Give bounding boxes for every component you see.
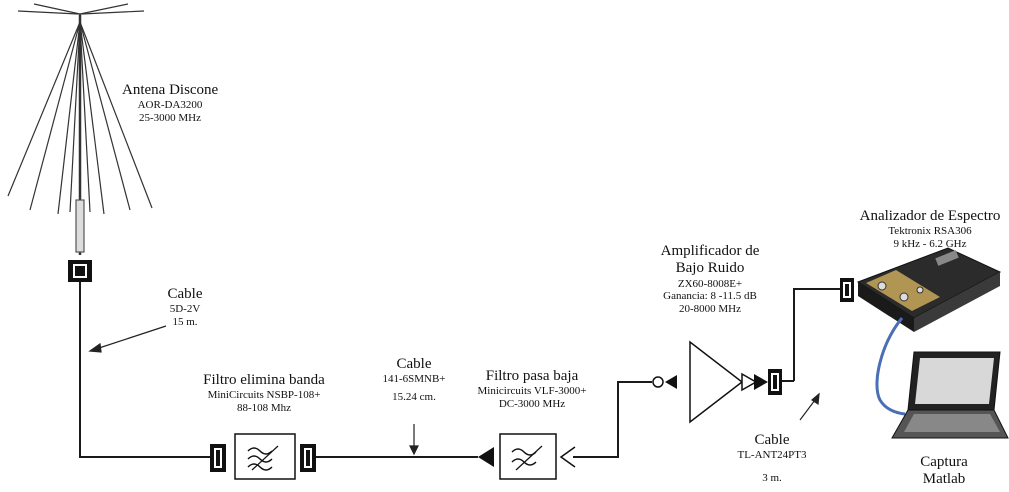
band-stop-filter-range: 88-108 Mhz xyxy=(236,401,292,414)
antenna-model: AOR-DA3200 xyxy=(137,99,203,112)
cable-1-title: Cable xyxy=(167,286,203,302)
lna-label: Amplificador de Bajo Ruido ZX60-8008E+ G… xyxy=(642,243,778,315)
spectrum-analyzer-label: Analizador de Espectro Tektronix RSA306 … xyxy=(852,208,1008,251)
antenna-label: Antena Discone AOR-DA3200 25-3000 MHz xyxy=(122,82,218,125)
antenna-title: Antena Discone xyxy=(122,82,219,98)
low-pass-filter-title: Filtro pasa baja xyxy=(485,368,579,384)
laptop-label: Captura Matlab xyxy=(904,454,984,489)
antenna-range: 25-3000 MHz xyxy=(138,111,202,124)
lna-model: ZX60-8008E+ xyxy=(677,277,743,290)
discone-antenna-icon xyxy=(7,3,153,255)
cable-2-model: 141-6SMNB+ xyxy=(382,373,446,386)
cable-2-label: Cable 141-6SMNB+ 15.24 cm. xyxy=(372,356,456,404)
spectrum-analyzer-range: 9 kHz - 6.2 GHz xyxy=(893,237,967,250)
usb-cable-line xyxy=(875,317,906,416)
lna-gain: Ganancia: 8 -11.5 dB xyxy=(663,290,757,303)
lna-title-line1: Amplificador de xyxy=(660,243,760,259)
band-stop-filter-icon xyxy=(210,433,316,480)
cable-3-label: Cable TL-ANT24PT3 3 m. xyxy=(726,432,818,485)
cable-2-title: Cable xyxy=(396,356,432,372)
band-stop-filter-model: MiniCircuits NSBP-108+ xyxy=(207,389,321,402)
laptop-icon xyxy=(891,351,1009,439)
cable-3-title: Cable xyxy=(754,432,790,448)
laptop-line2: Matlab xyxy=(922,471,966,488)
cable-1-model: 5D-2V xyxy=(169,303,201,316)
low-pass-filter-label: Filtro pasa baja Minicircuits VLF-3000+ … xyxy=(462,368,602,411)
low-noise-amplifier-icon xyxy=(652,340,782,424)
cable-2-length: 15.24 cm. xyxy=(392,390,436,403)
band-stop-filter-title: Filtro elimina banda xyxy=(203,372,325,388)
low-pass-filter-icon xyxy=(478,433,576,480)
cable-pointer-arrows xyxy=(88,325,820,456)
low-pass-filter-model: Minicircuits VLF-3000+ xyxy=(477,385,587,398)
spectrum-analyzer-model: Tektronix RSA306 xyxy=(888,225,972,238)
low-pass-filter-range: DC-3000 MHz xyxy=(498,397,566,410)
laptop-line1: Captura xyxy=(920,454,968,470)
cable-3-length: 3 m. xyxy=(762,471,782,484)
cable-1-label: Cable 5D-2V 15 m. xyxy=(150,286,220,329)
lna-title-line2: Bajo Ruido xyxy=(675,260,745,277)
lna-range: 20-8000 MHz xyxy=(678,302,742,315)
cable-3-model: TL-ANT24PT3 xyxy=(737,449,807,462)
band-stop-filter-label: Filtro elimina banda MiniCircuits NSBP-1… xyxy=(190,372,338,415)
antenna-connector-icon xyxy=(68,260,92,282)
spectrum-analyzer-icon xyxy=(840,247,1002,332)
cable-1-length: 15 m. xyxy=(172,315,198,328)
spectrum-analyzer-title: Analizador de Espectro xyxy=(859,208,1001,224)
signal-cable-lines xyxy=(79,282,840,458)
